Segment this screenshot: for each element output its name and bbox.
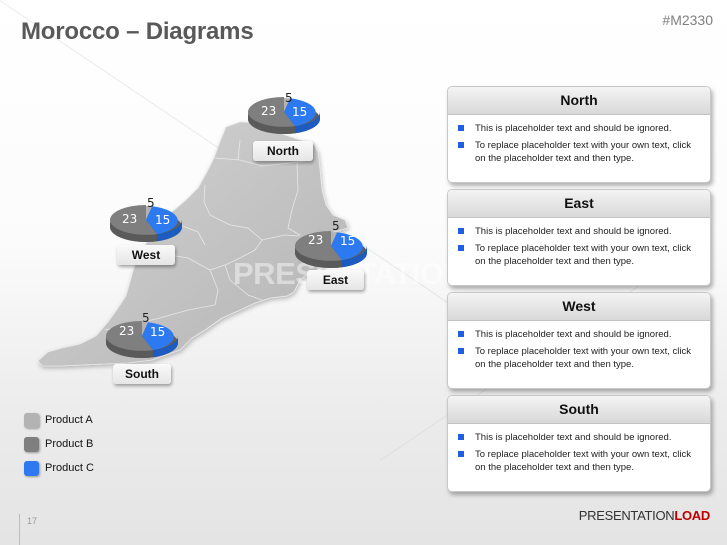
info-card-south: South This is placeholder text and shoul…	[447, 395, 711, 492]
bullet-text: To replace placeholder text with your ow…	[475, 449, 691, 473]
card-bullet-item[interactable]: This is placeholder text and should be i…	[458, 328, 700, 341]
square-bullet-icon	[458, 434, 464, 440]
pie-value-product-b: 23	[119, 324, 135, 338]
brand-accent-text: LOAD	[674, 508, 710, 523]
page-title: Morocco – Diagrams	[21, 18, 254, 45]
chart-legend: Product A Product B Product C	[24, 408, 94, 480]
card-bullet-list: This is placeholder text and should be i…	[448, 218, 710, 268]
pie-value-product-a: 5	[142, 311, 150, 325]
card-bullet-item[interactable]: To replace placeholder text with your ow…	[458, 448, 700, 474]
card-bullet-item[interactable]: This is placeholder text and should be i…	[458, 122, 700, 135]
pie-value-product-c: 15	[155, 213, 171, 227]
footer-divider	[19, 514, 20, 545]
pie-value-product-b: 23	[308, 233, 324, 247]
legend-item-product-c: Product C	[24, 456, 94, 480]
pie-value-product-b: 23	[261, 104, 277, 118]
info-card-north: North This is placeholder text and shoul…	[447, 86, 711, 183]
region-label-south: South	[113, 364, 171, 384]
legend-item-product-b: Product B	[24, 432, 94, 456]
pie-chart-north[interactable]: 23 15 5	[245, 91, 323, 139]
legend-label: Product B	[45, 438, 94, 450]
card-bullet-list: This is placeholder text and should be i…	[448, 424, 710, 474]
pie-chart-west[interactable]: 23 15 5	[107, 196, 185, 247]
region-label-east: East	[307, 270, 364, 290]
square-bullet-icon	[458, 331, 464, 337]
region-label-north: North	[253, 141, 313, 161]
card-bullet-item[interactable]: This is placeholder text and should be i…	[458, 431, 700, 444]
card-bullet-item[interactable]: This is placeholder text and should be i…	[458, 225, 700, 238]
pie-value-product-c: 15	[340, 234, 356, 248]
pie-value-product-a: 5	[285, 91, 293, 105]
brand-text: PRESENTATION	[578, 508, 675, 523]
card-bullet-list: This is placeholder text and should be i…	[448, 321, 710, 371]
slide-code: #M2330	[662, 12, 713, 28]
card-title: East	[448, 190, 710, 218]
legend-swatch-icon	[24, 436, 39, 452]
card-title: West	[448, 293, 710, 321]
bullet-text: This is placeholder text and should be i…	[475, 432, 672, 443]
legend-swatch-icon	[24, 412, 39, 428]
card-bullet-item[interactable]: To replace placeholder text with your ow…	[458, 139, 700, 165]
square-bullet-icon	[458, 142, 464, 148]
square-bullet-icon	[458, 228, 464, 234]
pie-value-product-a: 5	[332, 219, 340, 233]
pie-value-product-c: 15	[150, 325, 166, 339]
legend-label: Product C	[45, 462, 94, 474]
square-bullet-icon	[458, 245, 464, 251]
square-bullet-icon	[458, 348, 464, 354]
info-card-east: East This is placeholder text and should…	[447, 189, 711, 286]
pie-value-product-b: 23	[122, 212, 138, 226]
pie-value-product-c: 15	[292, 105, 308, 119]
region-label-west: West	[117, 245, 175, 265]
square-bullet-icon	[458, 451, 464, 457]
pie-chart-south[interactable]: 23 15 5	[103, 311, 181, 363]
brand-logo: PRESENTATIONLOAD	[578, 508, 711, 523]
page-number: 17	[27, 516, 38, 526]
pie-value-product-a: 5	[147, 196, 155, 210]
card-title: South	[448, 396, 710, 424]
legend-label: Product A	[45, 414, 93, 426]
legend-swatch-icon	[24, 460, 39, 476]
bullet-text: This is placeholder text and should be i…	[475, 329, 672, 340]
bullet-text: This is placeholder text and should be i…	[475, 226, 672, 237]
bullet-text: To replace placeholder text with your ow…	[475, 346, 691, 370]
bullet-text: This is placeholder text and should be i…	[475, 123, 672, 134]
card-bullet-list: This is placeholder text and should be i…	[448, 115, 710, 165]
bullet-text: To replace placeholder text with your ow…	[475, 140, 691, 164]
bullet-text: To replace placeholder text with your ow…	[475, 243, 691, 267]
square-bullet-icon	[458, 125, 464, 131]
card-bullet-item[interactable]: To replace placeholder text with your ow…	[458, 242, 700, 268]
info-card-west: West This is placeholder text and should…	[447, 292, 711, 389]
legend-item-product-a: Product A	[24, 408, 94, 432]
card-title: North	[448, 87, 710, 115]
card-bullet-item[interactable]: To replace placeholder text with your ow…	[458, 345, 700, 371]
pie-chart-east[interactable]: 23 15 5	[292, 219, 370, 273]
